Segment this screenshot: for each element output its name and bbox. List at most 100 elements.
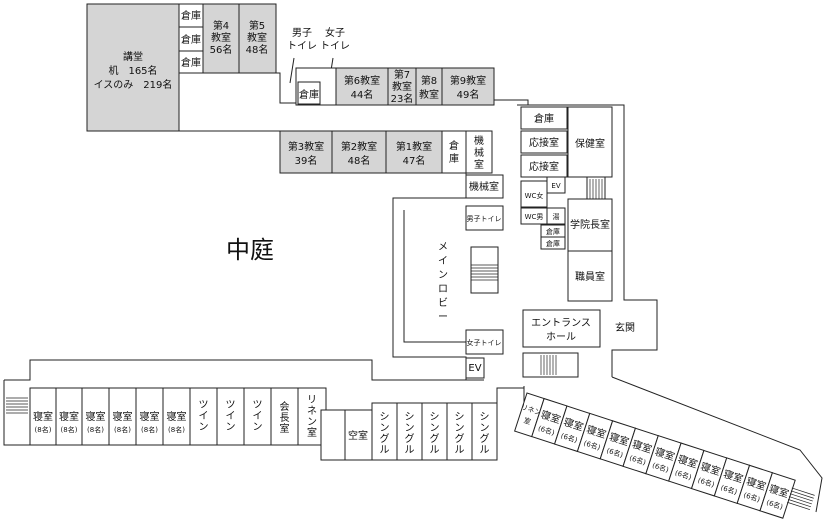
single-room-label-char: シ — [380, 412, 390, 423]
bedroom-capacity: (8名) — [141, 425, 158, 434]
bedroom-label: 寝室 — [86, 410, 106, 423]
machine-room-vertical[interactable] — [465, 130, 493, 174]
twin-label-char: ツ — [253, 400, 263, 411]
twin-label-char: ン — [199, 422, 209, 433]
reception-1[interactable] — [520, 130, 568, 154]
mens-toilet[interactable] — [465, 205, 504, 231]
bedroom-label: 寝室 — [113, 410, 133, 423]
single-room-label-char: ル — [455, 445, 465, 456]
classroom-4-name2: 教室 — [211, 31, 231, 44]
storage-d[interactable] — [520, 106, 568, 130]
classroom-9-capacity: 49名 — [457, 88, 480, 101]
classroom-4-capacity: 56名 — [210, 43, 233, 56]
storage-b[interactable] — [297, 81, 321, 105]
dorm-room-bed8[interactable] — [108, 387, 137, 446]
wc-women[interactable] — [520, 180, 548, 208]
classroom-5-capacity: 48名 — [246, 43, 269, 56]
dorm-outline-top — [4, 359, 466, 381]
classroom-1[interactable] — [385, 130, 443, 174]
dorm-room-meeting[interactable] — [270, 387, 299, 446]
single-room[interactable] — [396, 402, 423, 461]
classroom-3[interactable] — [279, 130, 333, 174]
linen-room-label-char: 室 — [307, 426, 317, 439]
single-room-label-char: ル — [430, 445, 440, 456]
single-room-label-char: グ — [430, 432, 440, 445]
hot-water-room[interactable] — [546, 207, 566, 225]
classroom-8-name: 第8 — [421, 74, 437, 87]
storage-e2[interactable] — [540, 236, 566, 250]
twin-label-char: ン — [226, 422, 236, 433]
staff-room-label: 職員室 — [575, 270, 605, 283]
storage-c-label-2: 庫 — [449, 152, 459, 165]
auditorium[interactable] — [86, 3, 180, 132]
entrance-stair-lines — [540, 355, 557, 375]
entrance-hall[interactable] — [522, 309, 601, 348]
dorm-room-bed8[interactable] — [81, 387, 110, 446]
auditorium-chair-capacity: イスのみ 219名 — [94, 78, 173, 91]
single-room-label-char: ル — [405, 445, 415, 456]
dorm-room-twin[interactable] — [216, 387, 245, 446]
dorm-outline-left — [3, 380, 31, 446]
classroom-6-capacity: 44名 — [351, 88, 374, 101]
storage-a1-label: 倉庫 — [181, 9, 201, 22]
hot-water-label: 湯 — [553, 212, 560, 221]
classroom-7[interactable] — [387, 67, 417, 106]
entrance-stairs — [522, 352, 579, 378]
entrance-hall-label-2: ホール — [546, 331, 576, 343]
classroom-5[interactable] — [238, 3, 277, 74]
office-outer — [517, 104, 658, 377]
classroom-4-name: 第4 — [213, 19, 229, 32]
twin-label-char: イ — [199, 411, 209, 422]
classroom-3-name: 第3教室 — [288, 140, 324, 153]
single-room[interactable] — [421, 402, 448, 461]
health-room-label: 保健室 — [575, 137, 605, 150]
single-room[interactable] — [371, 402, 398, 461]
storage-a2[interactable] — [178, 26, 204, 52]
womens-toilet-label: 女子トイレ — [467, 338, 502, 347]
classroom-9-name: 第9教室 — [450, 74, 486, 87]
lobby-inner-wall — [403, 210, 466, 343]
linen-room-label-char: ン — [307, 417, 317, 428]
single-room[interactable] — [471, 402, 498, 461]
classroom-9[interactable] — [441, 67, 495, 106]
classroom-5-name2: 教室 — [247, 31, 267, 44]
single-room-label-char: ン — [455, 423, 465, 434]
auditorium-desk-capacity: 机 165名 — [108, 64, 157, 77]
main-lobby-4: ロ — [438, 284, 448, 295]
dorm-room-bed8[interactable] — [55, 387, 83, 446]
single-room-label-char: シ — [480, 412, 490, 423]
storage-c[interactable] — [441, 130, 467, 174]
corridor-wall-east — [494, 99, 529, 105]
storage-b-label: 倉庫 — [299, 88, 319, 101]
dorm-wall-join — [496, 387, 524, 403]
womens-toilet[interactable] — [465, 329, 504, 355]
classroom-2[interactable] — [331, 130, 387, 174]
single-room-label-char: グ — [480, 432, 490, 445]
classroom-8[interactable] — [415, 67, 443, 106]
storage-c-label-1: 倉 — [449, 139, 459, 152]
storage-d-label: 倉庫 — [534, 112, 554, 125]
dorm-room-twin[interactable] — [243, 387, 272, 446]
mens-toilet-label: 男子トイレ — [467, 215, 502, 223]
dorm-room-bed6[interactable] — [759, 472, 796, 519]
single-room[interactable] — [446, 402, 473, 461]
single-room-label-char: ル — [480, 445, 490, 456]
machine-room[interactable] — [465, 174, 504, 199]
bedroom-label: 寝室 — [59, 410, 79, 423]
dorm-right-stair-lines — [787, 487, 815, 510]
classroom-6[interactable] — [335, 67, 389, 106]
office-ev[interactable] — [546, 176, 566, 194]
main-lobby-6: ー — [438, 312, 448, 323]
reception-2[interactable] — [520, 154, 568, 178]
elevator-lobby[interactable] — [465, 357, 485, 379]
main-lobby-5: ビ — [438, 297, 448, 309]
dorm-corridor-step — [320, 409, 346, 461]
dorm-room-bed8[interactable] — [162, 387, 191, 446]
wc-women-label: WC女 — [525, 191, 544, 200]
classroom-7-capacity: 23名 — [391, 92, 414, 105]
health-room[interactable] — [567, 106, 613, 178]
staff-room[interactable] — [567, 250, 613, 302]
machine-room-label: 機械室 — [469, 180, 499, 193]
toilet-men-pointer — [289, 57, 295, 84]
